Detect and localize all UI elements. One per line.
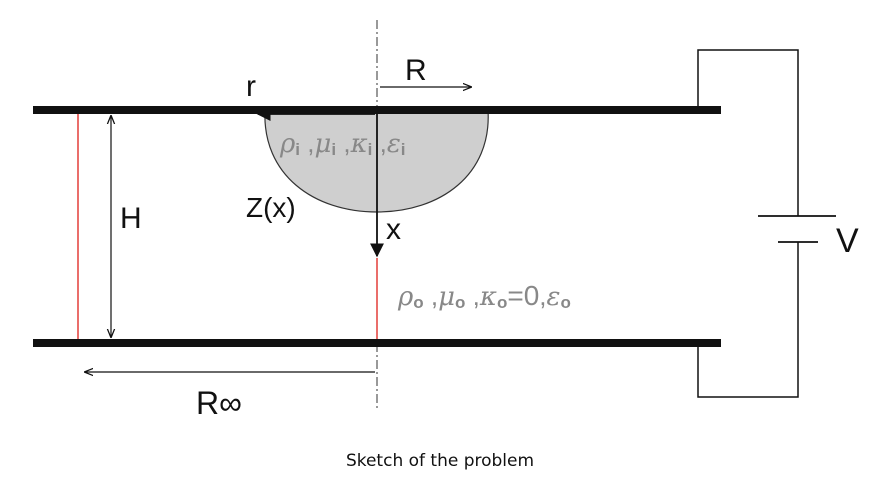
label-R: R [405, 54, 427, 87]
inner-eps-sub: i [401, 140, 406, 159]
label-Z-of-x: Z(x) [246, 192, 296, 223]
inner-mu-sub: i [331, 140, 336, 159]
label-x: x [386, 213, 401, 246]
outer-kappa-eq: =0 [507, 280, 539, 311]
outer-rho-sub: o [413, 293, 423, 312]
outer-kappa: κ [479, 282, 497, 312]
label-H: H [120, 202, 142, 235]
outer-mu-sub: o [455, 293, 465, 312]
inner-kappa: κ [350, 129, 368, 159]
outer-mu: μ [438, 282, 455, 312]
label-r: r [246, 70, 256, 103]
outer-kappa-sub: o [497, 293, 507, 312]
outer-rho: ρ [397, 282, 414, 312]
inner-kappa-sub: i [368, 140, 373, 159]
inner-rho: ρ [279, 129, 296, 159]
circuit-wire-top [697, 49, 799, 216]
inner-eps: ε [387, 129, 401, 159]
label-R-infinity: R∞ [196, 385, 242, 421]
inner-properties: ρi ,μi ,κi ,εi [279, 128, 406, 159]
outer-properties: ρo ,μo ,κo=0,εo [397, 280, 571, 312]
circuit-wire-bottom [697, 242, 799, 398]
inner-rho-sub: i [295, 140, 300, 159]
label-V: V [836, 222, 859, 260]
inner-mu: μ [314, 129, 331, 159]
outer-eps: ε [547, 282, 561, 312]
outer-eps-sub: o [560, 293, 570, 312]
figure-caption: Sketch of the problem [345, 451, 535, 471]
